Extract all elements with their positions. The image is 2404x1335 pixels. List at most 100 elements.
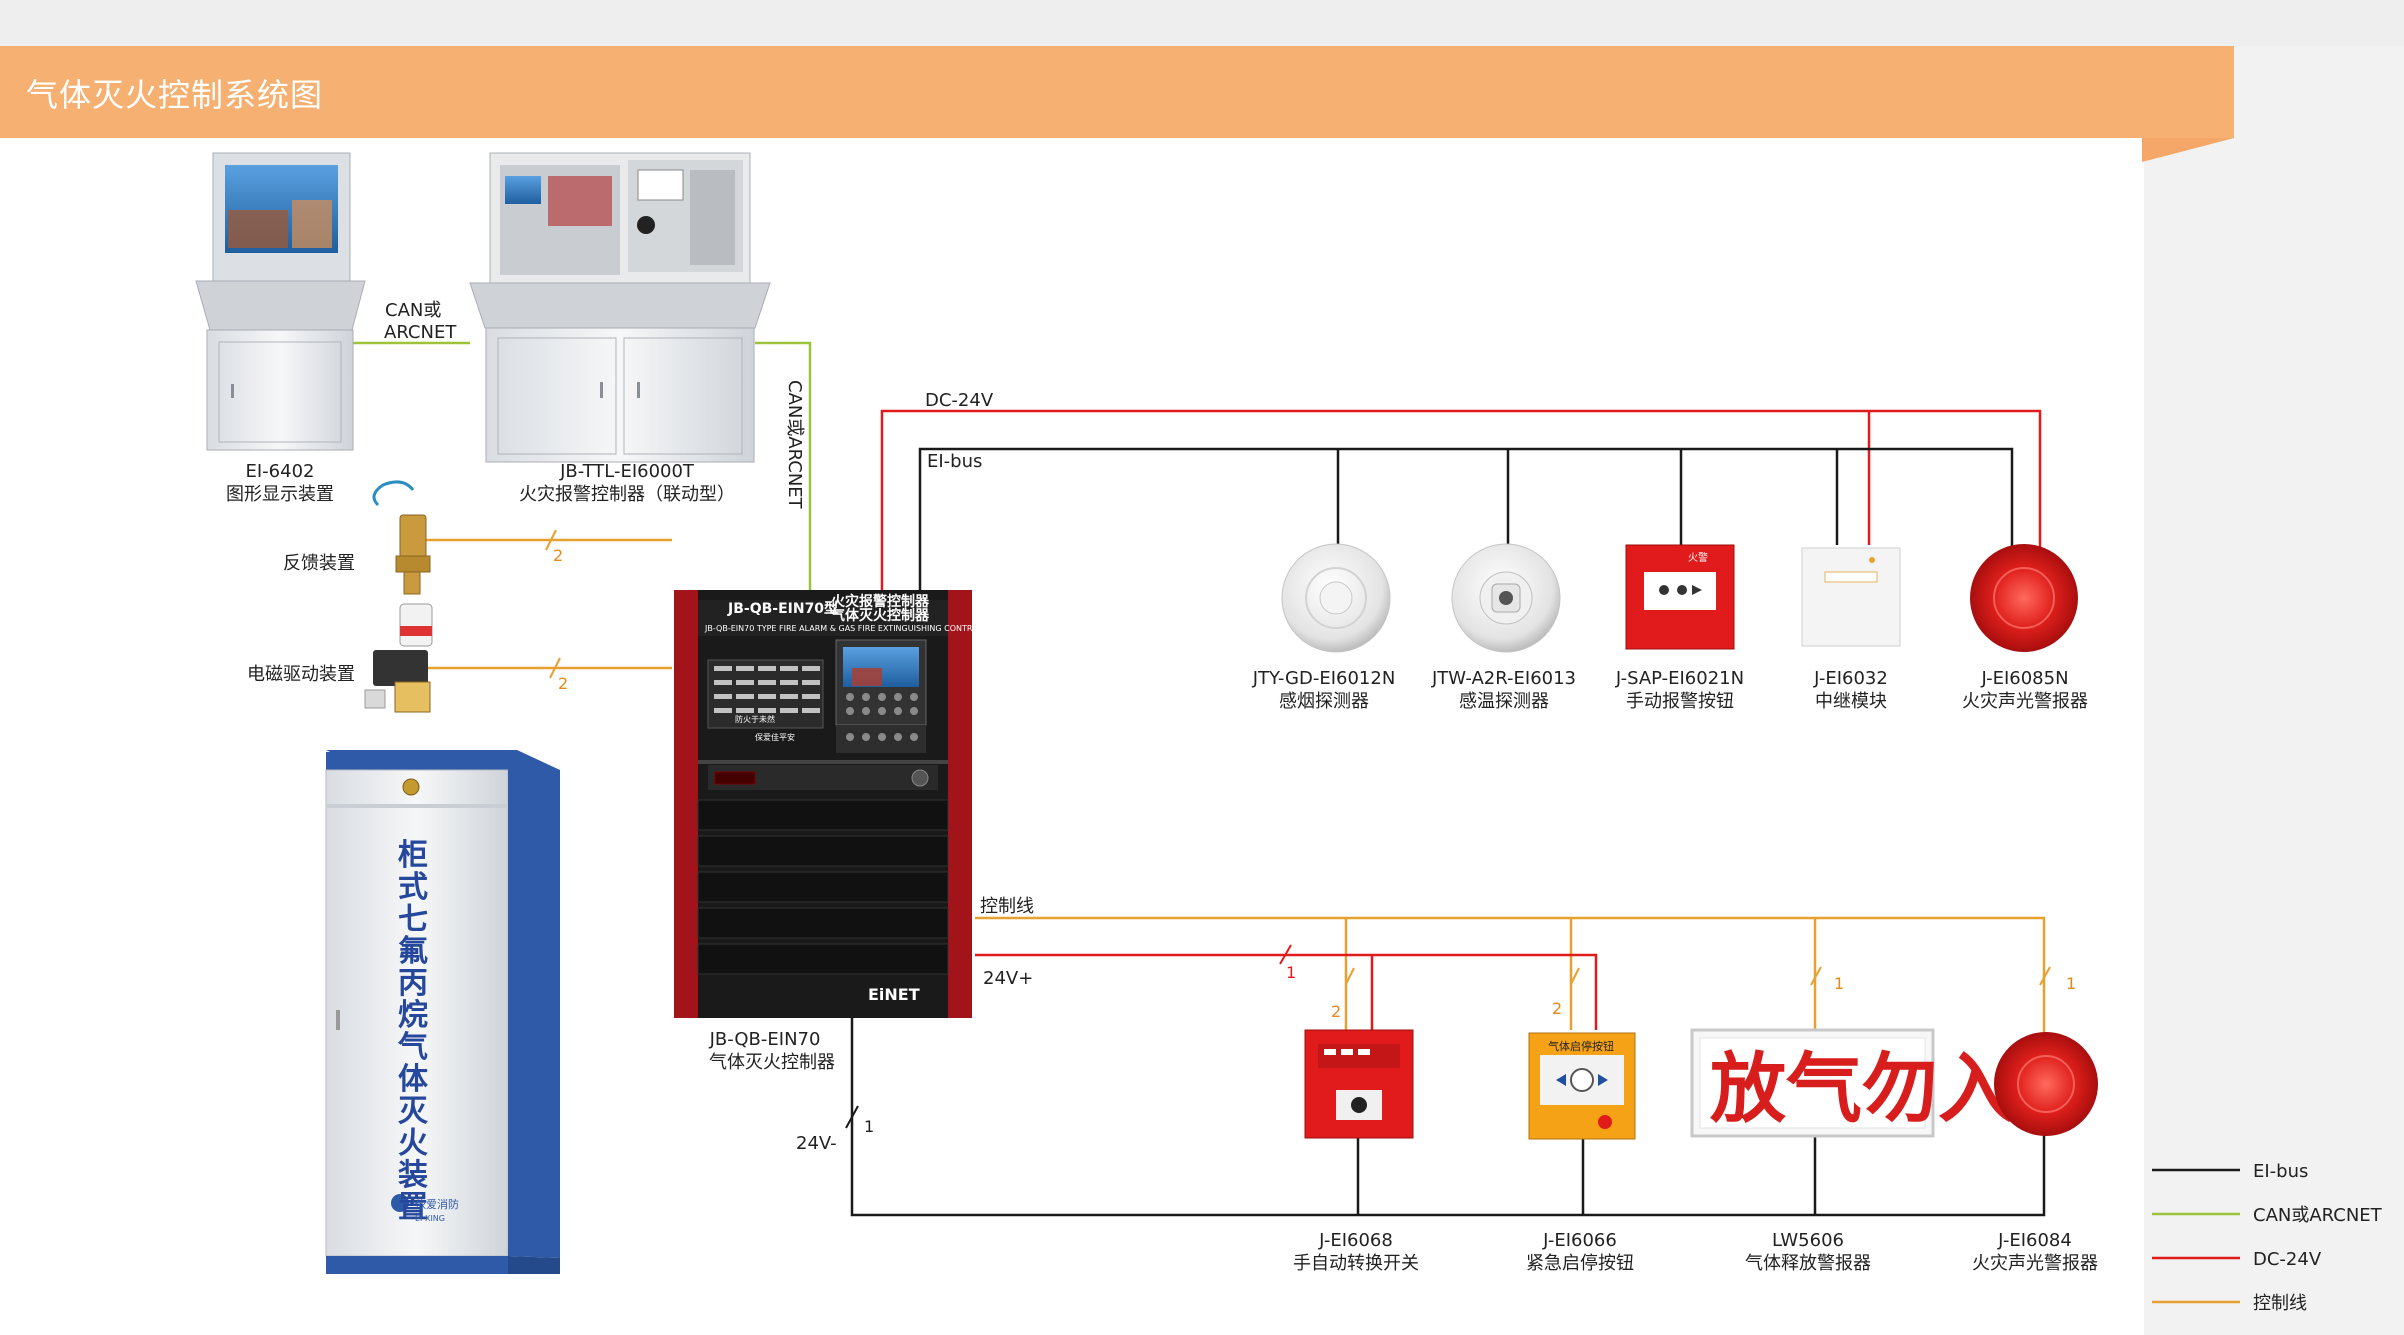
alarm-controller-name: 火灾报警控制器（联动型） <box>519 484 735 505</box>
count-feedback: 2 <box>553 546 563 565</box>
manual-alarm-model: J-SAP-EI6021N <box>1615 668 1744 689</box>
count-switch: 2 <box>1331 1002 1341 1021</box>
alarm-top-model: J-EI6085N <box>1980 668 2068 689</box>
manual-alarm-tag: 火警 <box>1688 551 1708 564</box>
alarm-bottom-device <box>1994 1032 2098 1136</box>
heat-model: JTW-A2R-EI6013 <box>1431 668 1576 689</box>
auto-switch-model: J-EI6068 <box>1318 1230 1393 1251</box>
tick-switch <box>1345 967 1355 985</box>
count-emergency: 2 <box>1552 999 1562 1018</box>
heat-detector-device <box>1451 543 1561 653</box>
count-solenoid: 2 <box>558 674 568 693</box>
emergency-model: J-EI6066 <box>1542 1230 1617 1251</box>
solenoid-device <box>364 603 433 713</box>
panel-logo: EiNET <box>868 985 920 1004</box>
count-sign: 1 <box>1834 974 1844 993</box>
cabinet-char-5: 丙 <box>398 966 428 1001</box>
page-title: 气体灭火控制系统图 <box>26 76 324 114</box>
auto-switch-device <box>1304 1029 1414 1139</box>
tick-emergency <box>1570 967 1580 985</box>
label-can1-line1: CAN或 <box>385 300 441 321</box>
relay-name: 中继模块 <box>1815 691 1887 712</box>
heat-name: 感温探测器 <box>1459 691 1549 712</box>
label-plus24: 24V+ <box>983 968 1033 989</box>
label-can1-line2: ARCNET <box>384 322 457 343</box>
label-control: 控制线 <box>980 896 1034 917</box>
cabinet-char-4: 氟 <box>398 934 428 969</box>
cabinet-char-3: 七 <box>398 902 428 937</box>
emergency-name: 紧急启停按钮 <box>1526 1253 1634 1274</box>
release-sign-device <box>1690 1028 1935 1138</box>
eibus-main <box>918 447 2014 590</box>
label-can2: CAN或ARCNET <box>784 380 805 510</box>
release-sign-name: 气体释放警报器 <box>1745 1253 1871 1274</box>
gas-controller-panel <box>674 590 972 1018</box>
alarm-bottom-model: J-EI6084 <box>1997 1230 2072 1251</box>
relay-model: J-EI6032 <box>1813 668 1888 689</box>
feedback-device <box>372 480 431 595</box>
cabinet-char-1: 柜 <box>398 838 428 873</box>
dc24v-bus <box>880 409 2042 590</box>
cabinet-char-11: 装 <box>398 1158 428 1193</box>
label-minus24: 24V- <box>796 1133 837 1154</box>
label-eibus: EI-bus <box>927 451 982 472</box>
cabinet-char-6: 烷 <box>398 998 428 1033</box>
legend-panel <box>2144 46 2404 1335</box>
panel-title2: 气体灭火控制器 <box>830 607 930 624</box>
count-alarm-bottom: 1 <box>2066 974 2076 993</box>
cabinet-brand-en: EI XING <box>415 1214 445 1223</box>
legend-label-control: 控制线 <box>2253 1293 2307 1314</box>
tick-sign <box>1810 966 1822 986</box>
feedback-name: 反馈装置 <box>283 553 355 574</box>
release-sign-text: 放气勿入 <box>1710 1044 2014 1133</box>
tick-alarm-bottom <box>2039 966 2051 986</box>
cabinet-char-12: 置 <box>398 1190 428 1225</box>
cabinet-char-2: 式 <box>398 870 428 905</box>
tick-red-main <box>1279 944 1292 965</box>
title-band: 气体灭火控制系统图 <box>0 46 2234 138</box>
title-tab-decoration <box>2142 138 2234 162</box>
count-red-main: 1 <box>1286 963 1296 982</box>
alarm-bottom-name: 火灾声光警报器 <box>1972 1253 2098 1274</box>
alarm-controller-model: JB-TTL-EI6000T <box>559 461 695 482</box>
tick-feedback <box>545 529 557 551</box>
alarm-top-name: 火灾声光警报器 <box>1962 691 2088 712</box>
smoke-model: JTY-GD-EI6012N <box>1252 668 1396 689</box>
tick-minus24 <box>845 1105 859 1129</box>
legend-label-eibus: EI-bus <box>2253 1161 2308 1182</box>
cabinet-char-10: 火 <box>398 1126 428 1161</box>
solenoid-name: 电磁驱动装置 <box>247 664 355 685</box>
relay-module-device <box>1801 547 1901 647</box>
manual-alarm-name: 手动报警按钮 <box>1626 691 1734 712</box>
panel-keypad <box>714 693 929 787</box>
panel-title1: 火灾报警控制器 <box>831 593 930 610</box>
panel-indicator-grid <box>714 666 820 713</box>
legend-label-dc24v: DC-24V <box>2253 1249 2322 1270</box>
panel-subtitle: JB-QB-EIN70 TYPE FIRE ALARM & GAS FIRE E… <box>704 624 1005 633</box>
top-strip <box>0 0 2404 46</box>
label-dc24v: DC-24V <box>925 390 994 411</box>
gas-controller-name: 气体灭火控制器 <box>709 1052 835 1073</box>
count-minus24: 1 <box>864 1117 874 1136</box>
emergency-stop-device <box>1528 1032 1636 1140</box>
cabinet-char-7: 气 <box>398 1030 428 1065</box>
graphic-display-device <box>195 152 366 451</box>
legend: EI-bus CAN或ARCNET DC-24V 控制线 <box>2152 1161 2383 1314</box>
panel-model: JB-QB-EIN70型 <box>727 600 838 617</box>
panel-slogan2: 保爱佳平安 <box>755 732 795 742</box>
smoke-name: 感烟探测器 <box>1279 691 1369 712</box>
smoke-detector-device <box>1281 543 1391 653</box>
display-model: EI-6402 <box>246 461 315 482</box>
wires <box>352 341 2051 1217</box>
gas-cabinet <box>325 750 560 1274</box>
release-sign-model: LW5606 <box>1772 1230 1844 1251</box>
control-main <box>975 916 2046 1040</box>
panel-slogan1: 防火于未然 <box>735 714 775 724</box>
emergency-tag: 气体启停按钮 <box>1548 1039 1614 1053</box>
plus24-main <box>975 953 1598 1030</box>
alarm-top-device <box>1970 544 2078 652</box>
display-name: 图形显示装置 <box>226 484 334 505</box>
legend-label-can: CAN或ARCNET <box>2253 1205 2383 1226</box>
auto-switch-name: 手自动转换开关 <box>1293 1253 1419 1274</box>
